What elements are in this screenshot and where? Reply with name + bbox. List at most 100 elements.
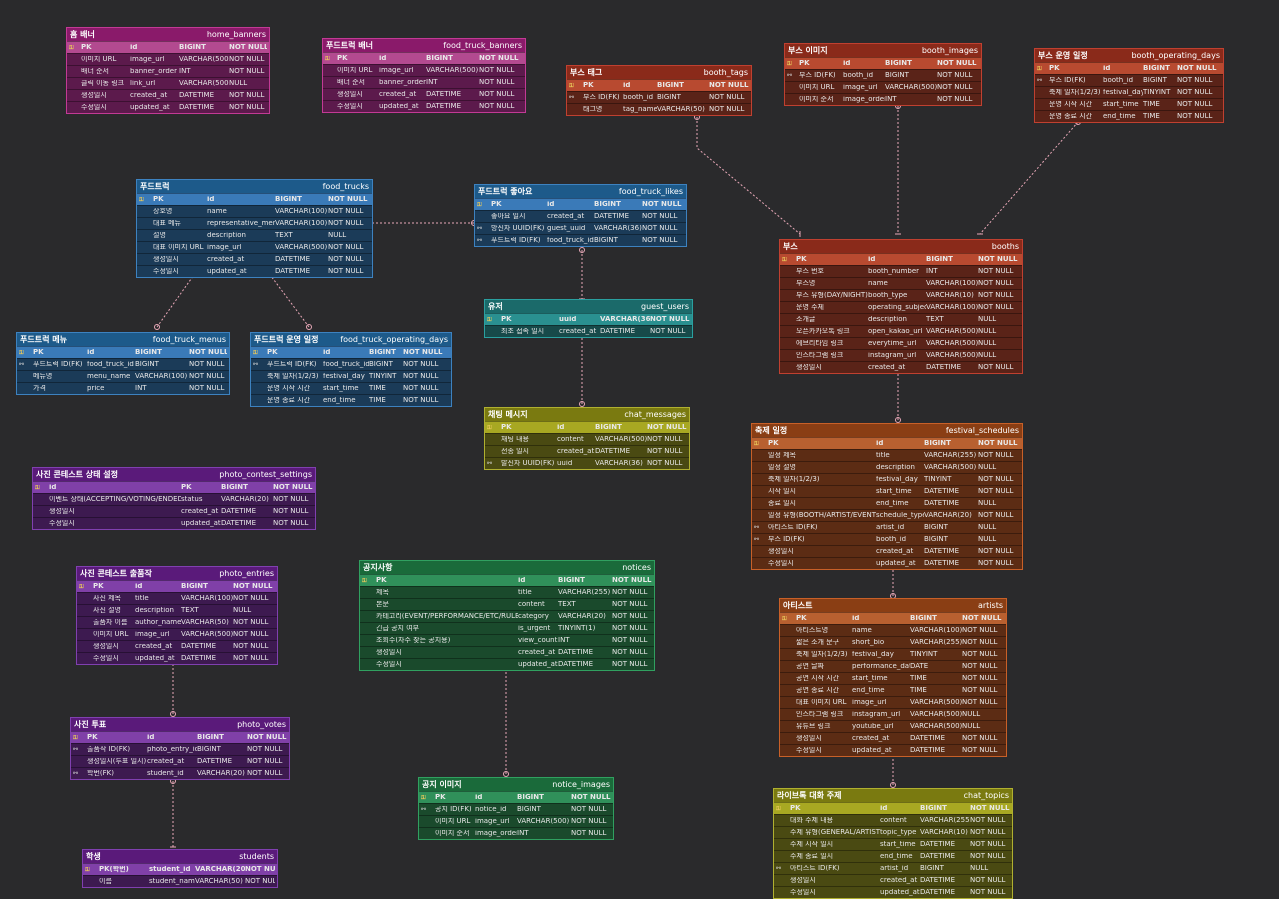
table-title: 아티스트 — [783, 600, 813, 610]
column-name: description — [207, 232, 246, 239]
table-name: students — [239, 851, 274, 861]
column-label: PK — [501, 424, 512, 431]
column-type: TINYINT — [1143, 89, 1171, 96]
table-name: home_banners — [206, 29, 266, 39]
table-name: chat_messages — [624, 409, 686, 419]
column-name: created_at — [147, 758, 185, 765]
column-name: everytime_url — [868, 340, 917, 347]
column-label: 유튜브 링크 — [796, 723, 831, 730]
primary-key-icon: ⚿ — [477, 201, 482, 208]
column-null: NOT NULL — [479, 67, 515, 74]
column-null: NULL — [978, 316, 997, 323]
table-title: 부스 운영 일정 — [1038, 50, 1088, 60]
column-type: VARCHAR(10) — [920, 829, 968, 836]
column-name: end_time — [323, 397, 356, 404]
table-title: 사진 콘테스트 출품작 — [80, 568, 152, 578]
column-name: PK — [181, 484, 192, 491]
column-label: 일정 유형(BOOTH/ARTIST/EVENT) — [768, 512, 876, 519]
column-name: image_url — [135, 631, 170, 638]
column-label: 메뉴명 — [33, 373, 53, 380]
column-type: DATETIME — [221, 520, 257, 527]
column-null: NOT NULL — [245, 878, 275, 885]
column-name: id — [876, 440, 884, 447]
column-type: VARCHAR(100) — [275, 208, 328, 215]
column-label: 시작 일시 — [768, 488, 796, 495]
column-null: NOT NULL — [247, 758, 283, 765]
column-type: DATETIME — [595, 448, 631, 455]
many-end-marker — [579, 247, 585, 253]
primary-key-icon: ⚿ — [569, 82, 574, 89]
column-name: image_url — [130, 56, 165, 63]
column-null: NULL — [978, 464, 997, 471]
column-name: artist_id — [876, 524, 905, 531]
column-name: description — [868, 316, 907, 323]
column-name: id — [379, 55, 387, 62]
column-name: booth_id — [843, 72, 874, 79]
column-label: 생성일시 — [49, 508, 75, 515]
column-type: TEXT — [926, 316, 944, 323]
column-type: DATETIME — [275, 268, 311, 275]
column-label: 수정일시 — [81, 104, 107, 111]
column-type: VARCHAR(50) — [181, 619, 229, 626]
column-type: BIGINT — [657, 94, 681, 101]
column-name: id — [1103, 65, 1111, 72]
column-type: VARCHAR(100) — [926, 304, 978, 311]
column-type: TINYINT — [910, 651, 938, 658]
column-label: 조회수(자주 찾는 공지용) — [376, 637, 451, 644]
many-end-marker — [503, 771, 509, 777]
column-label: 오픈카카오톡 링크 — [796, 328, 850, 335]
column-type: VARCHAR(20) — [924, 512, 972, 519]
column-null: NOT NULL — [571, 818, 607, 825]
column-label: 주제 유형(GENERAL/ARTIST) — [790, 829, 880, 836]
column-null: NOT NULL — [273, 496, 309, 503]
column-null: NULL — [962, 711, 981, 718]
column-type: VARCHAR(500) — [181, 631, 233, 638]
table-title: 푸드트럭 배너 — [326, 40, 373, 50]
column-name: performance_date — [852, 663, 910, 670]
column-null: NOT NULL — [1177, 113, 1213, 120]
column-null: NOT NULL — [229, 44, 267, 51]
column-name: created_at — [207, 256, 245, 263]
column-name: image_url — [852, 699, 887, 706]
column-label: 축제 일차(1/2/3) — [796, 651, 848, 658]
table-title: 공지 이미지 — [422, 779, 462, 789]
column-type: DATETIME — [910, 735, 946, 742]
column-name: created_at — [876, 548, 914, 555]
column-name: short_bio — [852, 639, 885, 646]
column-type: INT — [179, 68, 191, 75]
column-type: TEXT — [275, 232, 293, 239]
column-name: id — [147, 734, 155, 741]
